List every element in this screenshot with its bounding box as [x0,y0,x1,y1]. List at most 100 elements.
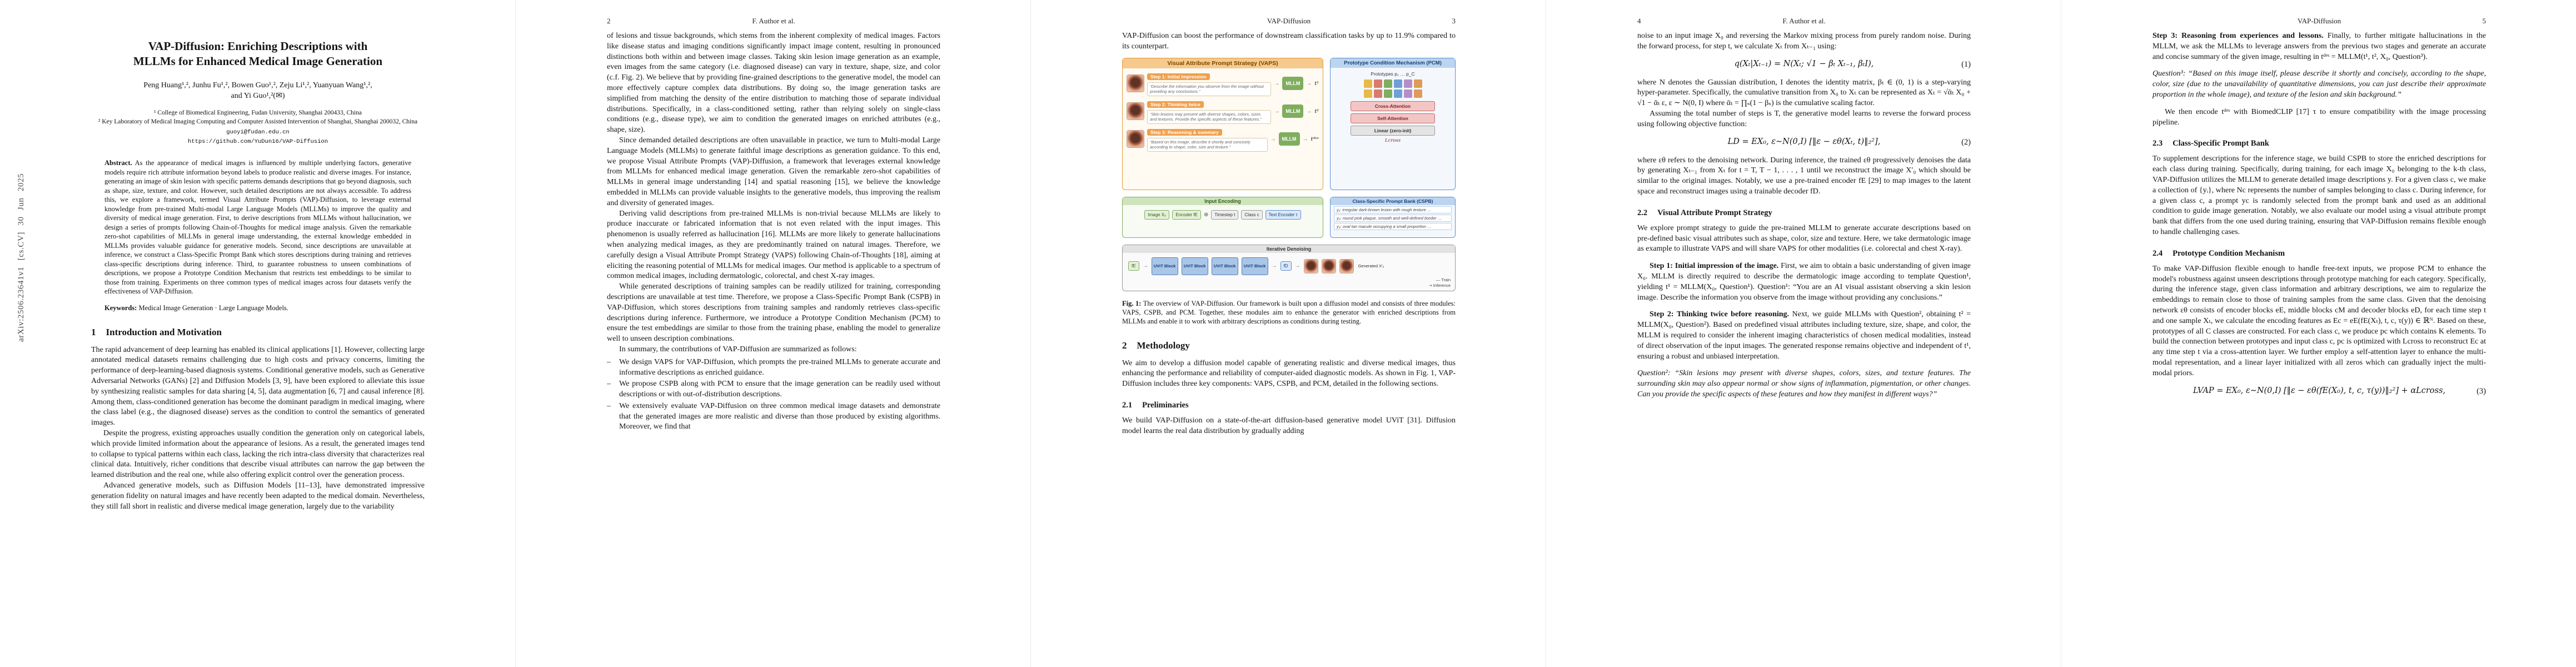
vaps-step-row: Step 2: Thinking twice “Skin lesions may… [1123,96,1323,124]
paragraph: To supplement descriptions for the infer… [2153,155,2486,236]
vaps-panel-title: Visual Attribute Prompt Strategy (VAPS) [1123,58,1323,68]
prompt-bank-row: y₁: irregular dark-brown lesion with rou… [1334,206,1452,213]
prototype-cell [1383,89,1392,98]
figure-caption-text: The overview of VAP-Diffusion. Our frame… [1122,299,1456,325]
step-3-paragraph: Step 3: Reasoning from experiences and l… [2153,31,2486,62]
paper-page-4: 4 F. Author et al. noise to an input ima… [1546,0,2061,667]
cross-attention-block: Cross-Attention [1351,101,1435,111]
paper-page-1: arXiv:2506.23641v1 [cs.CV] 30 Jun 2025 V… [0,0,515,667]
vaps-panel: Visual Attribute Prompt Strategy (VAPS) … [1122,57,1323,190]
cspb-panel: Class-Specific Prompt Bank (CSPB) y₁: ir… [1330,196,1456,238]
generated-image-thumbnail [1339,258,1354,273]
running-title: F. Author et al. [752,17,795,25]
paper-title-line1: VAP-Diffusion: Enriching Descriptions wi… [148,39,368,53]
pcm-panel-title: Prototype Condition Mechanism (PCM) [1331,58,1455,68]
abstract-label: Abstract. [104,159,132,167]
figure-caption-label: Fig. 1: [1122,299,1142,307]
question-2-box: “Skin lesions may present with diverse s… [1147,109,1272,124]
prototype-label: Prototypes p₁ … p_C [1371,71,1415,77]
step-3-text: Finally, to further mitigate hallucinati… [2153,32,2486,61]
lcross-label: Lcross [1384,137,1401,143]
paragraph: Deriving valid descriptions from pre-tra… [607,209,940,281]
vaps-step-row: Step 3: Reasoning & summary “Based on th… [1123,124,1323,152]
question-3-box: “Based on this image, describe it shortl… [1147,137,1268,152]
running-header: VAP-Diffusion 5 [2153,17,2486,27]
uvit-block: UViT Block [1211,257,1238,275]
arrow-icon: → [1294,263,1301,270]
encoder-chip: fE [1128,261,1139,271]
arrow-icon: → [1306,108,1312,115]
legend-inference: ⇢ Inference [1428,282,1451,288]
equation-number: (1) [1961,59,1971,69]
step-2-text: Next, we guide MLLMs with Question², obt… [1637,310,1971,361]
affiliation-2: ² Key Laboratory of Medical Imaging Comp… [98,118,418,126]
running-title: VAP-Diffusion [2297,17,2341,25]
page-number: 5 [2482,17,2487,25]
arrow-icon: → [1274,108,1280,115]
section-title: Class-Specific Prompt Bank [2173,139,2269,148]
page-number: 4 [1637,17,1641,25]
class-chip: Class c [1241,210,1263,220]
output-t2-label: t² [1314,108,1319,115]
contribution-list: – We design VAPS for VAP-Diffusion, whic… [607,357,940,433]
paper-page-3: VAP-Diffusion 3 VAP-Diffusion can boost … [1030,0,1546,667]
running-title: VAP-Diffusion [1267,17,1311,25]
affiliation-1: ¹ College of Biomedical Engineering, Fud… [154,109,362,116]
paragraph: While generated descriptions of training… [607,282,940,344]
paper-page-2: 2 F. Author et al. of lesions and tissue… [515,0,1030,667]
step-1-paragraph: Step 1: Initial impression of the image.… [1637,261,1971,303]
affiliations: ¹ College of Biomedical Engineering, Fud… [91,108,425,126]
denoising-title: Iterative Denoising [1123,245,1455,253]
mllm-chip: MLLM [1282,77,1304,91]
paragraph: We build VAP-Diffusion on a state-of-the… [1122,416,1456,435]
prototype-cell [1393,89,1402,98]
paragraph: To make VAP-Diffusion flexible enough to… [2153,264,2486,377]
question-2-paragraph: Question²: “Skin lesions may present wit… [1637,369,1971,399]
bullet-dash: – [607,357,611,366]
running-header: 4 F. Author et al. [1637,17,1971,27]
uvit-block: UViT Block [1241,257,1268,275]
paragraph: Assuming the total number of steps is T,… [1637,109,1971,128]
section-number: 2.2 [1637,208,1648,217]
equation-number: (2) [1961,137,1971,147]
arrow-icon: → [1274,80,1280,87]
section-number: 2 [1122,340,1127,351]
prototype-cell [1413,79,1422,88]
list-item: – We design VAPS for VAP-Diffusion, whic… [607,357,940,379]
prototype-cell [1403,89,1412,98]
section-2-2-heading: 2.2 Visual Attribute Prompt Strategy [1637,208,1971,218]
step-2-chip: Step 2: Thinking twice [1147,101,1204,108]
list-item: – We propose CSPB along with PCM to ensu… [607,379,940,400]
text-encoder-chip: Text Encoder τ [1265,210,1301,220]
linear-block: Linear (zero-init) [1351,125,1435,136]
section-title: Prototype Condition Mechanism [2173,248,2285,258]
list-item: – We extensively evaluate VAP-Diffusion … [607,401,940,432]
section-title: Preliminaries [1142,400,1189,410]
prototype-cell [1373,89,1382,98]
section-number: 2.4 [2153,248,2163,258]
legend-train: — Train [1436,277,1451,282]
step-2-heading: Step 2: Thinking twice before reasoning. [1650,310,1790,319]
equation-body: q(Xₜ|Xₜ₋₁) = N(Xₜ; √1 − βₜ Xₜ₋₁, βₜI), [1734,59,1874,68]
uvit-block: UViT Block [1151,257,1178,275]
paragraph: We explore prompt strategy to guide the … [1637,223,1971,253]
paper-page-5: VAP-Diffusion 5 Step 3: Reasoning from e… [2061,0,2576,667]
paragraph: We then encode tᵈᵉˢ with BiomedCLIP [17]… [2153,107,2486,127]
question-3-paragraph: Question³: “Based on this image itself, … [2153,69,2486,99]
bullet-text: We design VAPS for VAP-Diffusion, which … [619,357,940,377]
section-title: Visual Attribute Prompt Strategy [1657,208,1772,217]
paragraph: where N denotes the Gaussian distributio… [1637,78,1971,108]
github-link[interactable]: https://github.com/YuDun16/VAP-Diffusion [187,138,328,146]
bullet-text: We extensively evaluate VAP-Diffusion on… [619,401,940,431]
contact-email: guoyi@fudan.edu.cn [226,129,290,136]
equation-1: q(Xₜ|Xₜ₋₁) = N(Xₜ; √1 − βₜ Xₜ₋₁, βₜI), (… [1637,59,1971,71]
step-1-text: First, we aim to obtain a basic understa… [1637,262,1971,302]
question-1-box: “Describe the information you observe fr… [1147,82,1272,96]
figure-1: Visual Attribute Prompt Strategy (VAPS) … [1122,57,1456,291]
equation-body: LD = EX₀, ε∼N(0,I) [‖ε − εθ(Xₜ, t)‖₂²], [1727,137,1881,146]
paper-title-line2: MLLMs for Enhanced Medical Image Generat… [133,54,383,68]
prototype-cell [1363,79,1372,88]
uvit-block: UViT Block [1181,257,1208,275]
